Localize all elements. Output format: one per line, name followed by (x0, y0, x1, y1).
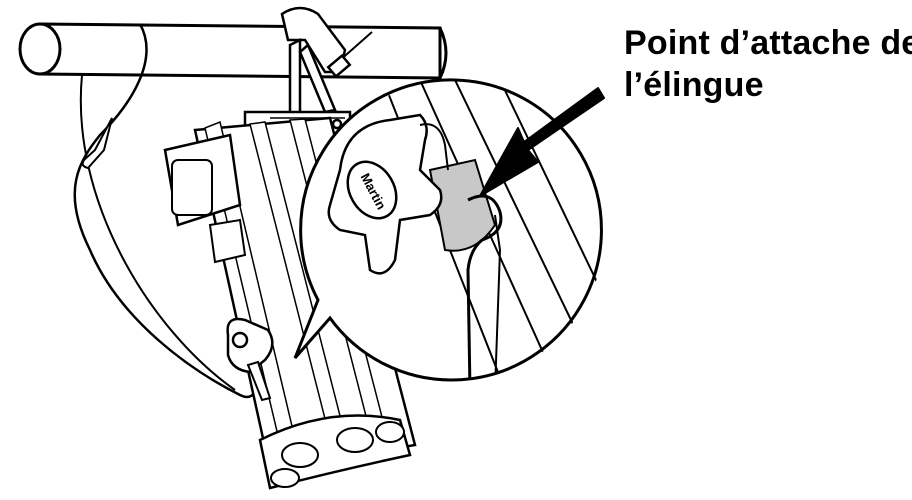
callout-label: Point d’attache de l’élingue (624, 22, 912, 106)
callout-line-2: l’élingue (624, 66, 764, 104)
sling-cable (466, 238, 484, 380)
cable-loop (81, 117, 113, 170)
pipe-clamp (280, 6, 373, 117)
attachment-plate-highlight (428, 158, 497, 252)
safety-cable (73, 23, 260, 399)
callout-line-1: Point d’attache de (624, 24, 912, 62)
locking-knob (327, 113, 443, 275)
arrow-pointer-icon (479, 87, 605, 197)
shackle (226, 317, 274, 402)
truss-pipe (18, 22, 448, 80)
